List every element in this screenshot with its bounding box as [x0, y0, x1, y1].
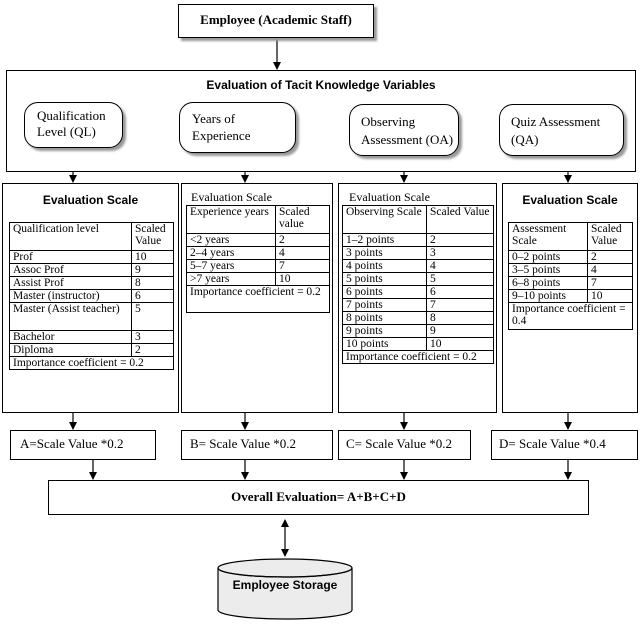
years-row-0-value: 2 [275, 233, 330, 247]
years-of-experience-box: Years of Experience [179, 102, 296, 153]
ql-row-2-value: 8 [131, 276, 174, 290]
ql-importance-coefficient: Importance coefficient = 0.2 [9, 356, 174, 370]
oa-row-5-label: 7 points [342, 298, 427, 312]
qa-row-3-value: 10 [587, 289, 633, 303]
oa-row-2-label: 4 points [342, 259, 427, 273]
ql-row-5-value: 3 [131, 330, 174, 344]
overall-evaluation-label: Overall Evaluation= A+B+C+D [231, 489, 406, 504]
oa-row-1-value: 3 [426, 246, 494, 260]
formula-b-box: B= Scale Value *0.2 [181, 430, 333, 460]
oa-row-7-label: 9 points [342, 324, 427, 338]
ql-row-6-value: 2 [131, 343, 174, 357]
oa-row-2-value: 4 [426, 259, 494, 273]
ql-row-1-value: 9 [131, 263, 174, 277]
oa-row-5-value: 7 [426, 298, 494, 312]
formula-b-label: B= Scale Value *0.2 [190, 436, 297, 451]
ql-evaluation-panel: Evaluation Scale Qualification level Sca… [2, 183, 179, 413]
years-evaluation-panel: Evaluation Scale Experience years Scaled… [181, 183, 333, 413]
years-row-3-label: >7 years [186, 272, 276, 286]
ql-evaluation-title: Evaluation Scale [42, 193, 139, 207]
years-row-0-label: <2 years [186, 233, 276, 247]
oa-evaluation-title: Evaluation Scale [349, 190, 430, 204]
qa-row-1-label: 3–5 points [508, 263, 588, 277]
oa-importance-coefficient: Importance coefficient = 0.2 [342, 350, 494, 364]
qa-row-2-value: 7 [587, 276, 633, 290]
oa-row-4-value: 6 [426, 285, 494, 299]
ql-head-value: Scaled Value [131, 222, 174, 251]
oa-row-1-label: 3 points [342, 246, 427, 260]
employee-storage-cylinder [217, 558, 353, 620]
years-row-1-label: 2–4 years [186, 246, 276, 260]
oa-head-scale: Observing Scale [342, 205, 427, 234]
formula-d-box: D= Scale Value *0.4 [491, 430, 638, 460]
years-head-experience: Experience years [186, 205, 276, 234]
employee-storage-label: Employee Storage [232, 578, 338, 592]
qualification-level-label: Qualification Level (QL) [37, 108, 106, 139]
quiz-assessment-box: Quiz Assessment (QA) [499, 104, 624, 156]
qa-scale-table: Assessment Scale Scaled Value 0–2 points… [508, 222, 633, 330]
formula-d-label: D= Scale Value *0.4 [499, 436, 606, 451]
years-evaluation-title: Evaluation Scale [191, 190, 272, 204]
oa-row-0-label: 1–2 points [342, 233, 427, 247]
ql-row-3-label: Master (instructor) [9, 289, 132, 303]
oa-row-8-value: 10 [426, 337, 494, 351]
years-row-2-label: 5–7 years [186, 259, 276, 273]
years-row-1-value: 4 [275, 246, 330, 260]
oa-row-3-value: 5 [426, 272, 494, 286]
employee-box: Employee (Academic Staff) [178, 4, 374, 38]
qa-evaluation-title: Evaluation Scale [522, 193, 618, 207]
overall-evaluation-box: Overall Evaluation= A+B+C+D [48, 480, 589, 515]
qa-evaluation-panel: Evaluation Scale Assessment Scale Scaled… [502, 183, 638, 413]
ql-row-0-value: 10 [131, 250, 174, 264]
oa-row-0-value: 2 [426, 233, 494, 247]
ql-row-4-value: 5 [131, 302, 174, 331]
qa-head-scale: Assessment Scale [508, 222, 588, 251]
quiz-assessment-label: Quiz Assessment (QA) [511, 114, 601, 147]
tacit-variables-title: Evaluation of Tacit Knowledge Variables [206, 78, 436, 92]
oa-row-6-label: 8 points [342, 311, 427, 325]
qualification-level-box: Qualification Level (QL) [24, 102, 123, 148]
qa-row-1-value: 4 [587, 263, 633, 277]
ql-row-6-label: Diploma [9, 343, 132, 357]
qa-head-value: Scaled Value [587, 222, 633, 251]
formula-c-label: C= Scale Value *0.2 [346, 436, 453, 451]
oa-row-7-value: 9 [426, 324, 494, 338]
oa-row-3-label: 5 points [342, 272, 427, 286]
ql-row-1-label: Assoc Prof [9, 263, 132, 277]
years-head-value: Scaled value [275, 205, 330, 234]
qa-row-2-label: 6–8 points [508, 276, 588, 290]
formula-a-label: A=Scale Value *0.2 [20, 436, 124, 451]
years-row-3-value: 10 [275, 272, 330, 286]
qa-row-0-label: 0–2 points [508, 250, 588, 264]
oa-evaluation-panel: Evaluation Scale Observing Scale Scaled … [338, 183, 497, 413]
qa-row-3-label: 9–10 points [508, 289, 588, 303]
observing-assessment-label: Observing Assessment (OA) [361, 114, 454, 147]
oa-row-8-label: 10 points [342, 337, 427, 351]
ql-row-5-label: Bachelor [9, 330, 132, 344]
years-importance-coefficient: Importance coefficient = 0.2 [186, 285, 330, 313]
years-of-experience-label: Years of Experience [192, 111, 251, 143]
years-row-2-value: 7 [275, 259, 330, 273]
formula-a-box: A=Scale Value *0.2 [10, 430, 156, 460]
qa-importance-coefficient: Importance coefficient = 0.4 [508, 302, 633, 330]
oa-row-6-value: 8 [426, 311, 494, 325]
employee-box-label: Employee (Academic Staff) [200, 12, 352, 27]
ql-row-4-label: Master (Assist teacher) [9, 302, 132, 331]
ql-row-2-label: Assist Prof [9, 276, 132, 290]
formula-c-box: C= Scale Value *0.2 [338, 430, 471, 460]
ql-row-0-label: Prof [9, 250, 132, 264]
ql-row-3-value: 6 [131, 289, 174, 303]
oa-row-4-label: 6 points [342, 285, 427, 299]
ql-head-level: Qualification level [9, 222, 132, 251]
oa-head-value: Scaled Value [426, 205, 494, 234]
observing-assessment-box: Observing Assessment (OA) [349, 104, 459, 156]
qa-row-0-value: 2 [587, 250, 633, 264]
